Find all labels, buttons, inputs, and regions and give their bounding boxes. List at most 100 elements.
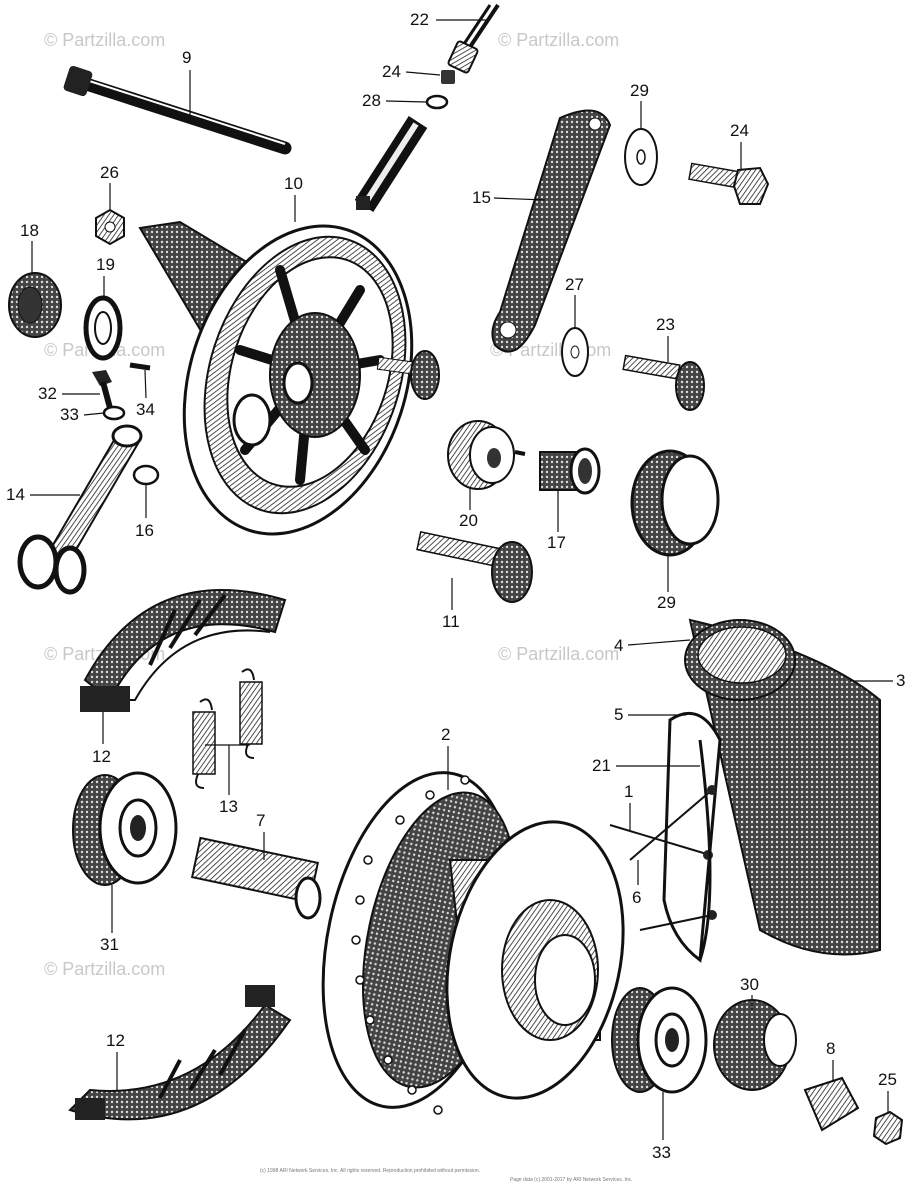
part-brake-shoe-12b bbox=[68, 985, 292, 1121]
part-bearing-31 bbox=[72, 771, 178, 886]
callout-12b[interactable]: 12 bbox=[106, 1031, 125, 1090]
callout-24b[interactable]: 24 bbox=[730, 121, 749, 170]
callout-9[interactable]: 9 bbox=[182, 48, 191, 120]
part-bolt-11 bbox=[416, 530, 533, 603]
callout-label: 23 bbox=[656, 315, 675, 334]
part-nut-26 bbox=[95, 208, 125, 246]
callout-label: 29 bbox=[657, 593, 676, 612]
callout-24a[interactable]: 24 bbox=[382, 62, 441, 81]
callout-label: 21 bbox=[592, 756, 611, 775]
callout-33a[interactable]: 33 bbox=[60, 405, 105, 424]
callout-4[interactable]: 4 bbox=[614, 636, 691, 655]
part-axle-cap-8 bbox=[803, 1076, 860, 1132]
callout-22[interactable]: 22 bbox=[410, 10, 490, 29]
callout-label: 34 bbox=[136, 400, 155, 419]
callout-label: 33 bbox=[652, 1143, 671, 1162]
callout-32[interactable]: 32 bbox=[38, 384, 100, 403]
callout-7[interactable]: 7 bbox=[256, 811, 265, 860]
part-wheel-hub-2 bbox=[321, 771, 625, 1115]
callout-label: 33 bbox=[60, 405, 79, 424]
part-collar-30 bbox=[713, 999, 797, 1091]
callout-5[interactable]: 5 bbox=[614, 705, 686, 724]
callout-19[interactable]: 19 bbox=[96, 255, 115, 298]
part-bearing-33 bbox=[611, 986, 708, 1094]
callout-label: 10 bbox=[284, 174, 303, 193]
callout-3[interactable]: 3 bbox=[850, 671, 905, 690]
part-axle-nut-25 bbox=[872, 1110, 904, 1146]
callout-14[interactable]: 14 bbox=[6, 485, 80, 504]
part-cam-pin bbox=[376, 350, 440, 400]
callout-11[interactable]: 11 bbox=[442, 578, 460, 631]
spoke-holes bbox=[351, 775, 470, 1115]
callout-16[interactable]: 16 bbox=[135, 485, 154, 540]
callout-29a[interactable]: 29 bbox=[630, 81, 649, 128]
callout-label: 17 bbox=[547, 533, 566, 552]
callout-label: 27 bbox=[565, 275, 584, 294]
callout-label: 19 bbox=[96, 255, 115, 274]
copyright-line-2: Page data (c) 2001-2017 by ARI Network S… bbox=[510, 1177, 633, 1183]
callout-18[interactable]: 18 bbox=[20, 221, 39, 274]
part-washer-29 bbox=[624, 128, 658, 186]
part-bolt-24 bbox=[688, 162, 770, 205]
callout-label: 5 bbox=[614, 705, 623, 724]
part-brake-cable-22 bbox=[447, 3, 500, 74]
callout-28[interactable]: 28 bbox=[362, 91, 428, 110]
part-bolt-23 bbox=[622, 354, 705, 411]
callout-13[interactable]: 13 bbox=[205, 744, 250, 816]
callout-8[interactable]: 8 bbox=[826, 1039, 835, 1082]
callout-12a[interactable]: 12 bbox=[92, 712, 111, 766]
callout-label: 3 bbox=[896, 671, 905, 690]
part-washer-28 bbox=[425, 94, 449, 110]
callout-15[interactable]: 15 bbox=[472, 188, 546, 207]
callout-1[interactable]: 1 bbox=[624, 782, 633, 830]
copyright-line: (c) 1998 ARI Network Services, Inc. All … bbox=[260, 1168, 480, 1174]
part-dust-seal-18 bbox=[8, 272, 62, 338]
callout-label: 13 bbox=[219, 797, 238, 816]
callout-31[interactable]: 31 bbox=[100, 885, 119, 954]
callout-2[interactable]: 2 bbox=[441, 725, 450, 790]
part-dust-seal-29 bbox=[630, 449, 720, 557]
part-oil-seal-19 bbox=[83, 295, 123, 361]
callout-label: 8 bbox=[826, 1039, 835, 1058]
part-adjuster-24 bbox=[441, 70, 455, 84]
callout-25[interactable]: 25 bbox=[878, 1070, 897, 1114]
watermark: © Partzilla.com bbox=[498, 644, 619, 664]
callout-27[interactable]: 27 bbox=[565, 275, 584, 328]
part-brake-cam-shaft bbox=[354, 116, 428, 212]
part-springs-13 bbox=[192, 668, 263, 789]
callout-29b[interactable]: 29 bbox=[657, 555, 676, 612]
callout-23[interactable]: 23 bbox=[656, 315, 675, 362]
callout-label: 6 bbox=[632, 888, 641, 907]
callout-label: 32 bbox=[38, 384, 57, 403]
callout-label: 2 bbox=[441, 725, 450, 744]
part-spokes-1 bbox=[609, 785, 717, 931]
callout-label: 30 bbox=[740, 975, 759, 994]
part-torque-link-14 bbox=[17, 424, 143, 595]
callout-34[interactable]: 34 bbox=[136, 369, 155, 419]
callout-label: 31 bbox=[100, 935, 119, 954]
callout-label: 15 bbox=[472, 188, 491, 207]
callout-label: 12 bbox=[106, 1031, 125, 1050]
watermark: © Partzilla.com bbox=[44, 959, 165, 979]
callout-label: 24 bbox=[730, 121, 749, 140]
callout-label: 22 bbox=[410, 10, 429, 29]
part-bolt-32 bbox=[92, 370, 113, 409]
callout-label: 4 bbox=[614, 636, 623, 655]
part-brake-shoe-12 bbox=[80, 589, 287, 712]
part-bushing-17 bbox=[539, 447, 601, 495]
part-axle-9 bbox=[63, 65, 292, 155]
callout-33b[interactable]: 33 bbox=[652, 1092, 671, 1162]
part-tube-4 bbox=[684, 619, 796, 701]
part-speedometer-gear-20 bbox=[447, 420, 526, 490]
callout-17[interactable]: 17 bbox=[547, 490, 566, 552]
callout-label: 11 bbox=[442, 612, 460, 631]
callout-21[interactable]: 21 bbox=[592, 756, 700, 775]
part-brake-arm-15 bbox=[491, 109, 612, 353]
callout-20[interactable]: 20 bbox=[459, 488, 478, 530]
callout-10[interactable]: 10 bbox=[284, 174, 303, 222]
callout-6[interactable]: 6 bbox=[632, 860, 641, 907]
callout-26[interactable]: 26 bbox=[100, 163, 119, 210]
callout-label: 16 bbox=[135, 521, 154, 540]
callout-30[interactable]: 30 bbox=[740, 975, 759, 1010]
